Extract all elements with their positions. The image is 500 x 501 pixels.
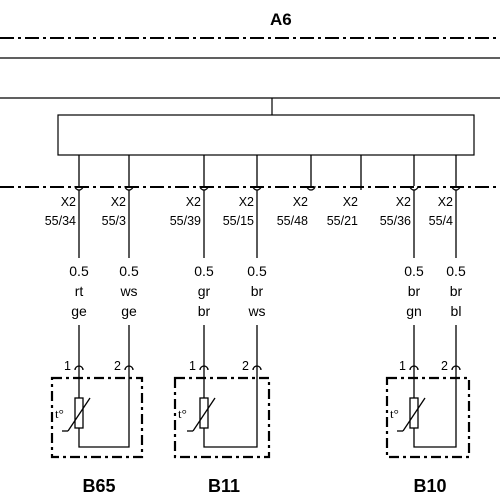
wire-color2-label: br <box>198 303 211 319</box>
connector-plug-label: X2 <box>293 195 308 209</box>
connector-plug-label: X2 <box>396 195 411 209</box>
wire-color1-label: br <box>450 283 463 299</box>
wire-color1-label: rt <box>75 283 84 299</box>
connector-pin-label: 55/15 <box>223 214 254 228</box>
connector-pin-label: 55/4 <box>429 214 453 228</box>
wire-color2-label: gn <box>406 303 422 319</box>
module-internal-block <box>57 114 475 156</box>
connector-pin-label: 55/39 <box>170 214 201 228</box>
thermistor-resistor <box>409 397 419 429</box>
connector-labels: X2 55/34 X2 55/3 X2 55/39 X2 55/15 X2 55… <box>45 195 453 228</box>
connector-pin-label: 55/3 <box>102 214 126 228</box>
wire-size-label: 0.5 <box>69 263 89 279</box>
connector-plug-label: X2 <box>343 195 358 209</box>
thermistor-slash <box>67 397 91 432</box>
wire-color1-label: ws <box>119 283 137 299</box>
wire-color2-label: bl <box>451 303 462 319</box>
sensor-circuit-line <box>78 386 130 448</box>
sensor-circuit-line <box>413 386 457 448</box>
sensor-housing <box>50 376 144 459</box>
wire-color2-label: ws <box>247 303 265 319</box>
wire-color1-label: br <box>251 283 264 299</box>
wire-color1-label: gr <box>198 283 211 299</box>
pin-lines <box>74 155 461 191</box>
sensor-name: B10 <box>413 476 446 496</box>
sensor-pin1-label: 1 <box>189 359 196 373</box>
wire-labels: 0.5 rt ge 0.5 ws ge 0.5 gr br 0.5 br ws … <box>67 261 468 321</box>
thermistor-symbol-label: t° <box>55 406 64 421</box>
sensor-circuit-line <box>203 386 258 448</box>
connector-pin-label: 55/36 <box>380 214 411 228</box>
sensor-pin2-label: 2 <box>242 359 249 373</box>
wire-color2-label: ge <box>121 303 137 319</box>
sensor-housing <box>173 376 271 459</box>
thermistor-resistor <box>74 397 84 429</box>
connector-pin-label: 55/21 <box>327 214 358 228</box>
wire-size-label: 0.5 <box>247 263 267 279</box>
connector-pin-label: 55/48 <box>277 214 308 228</box>
wire-size-label: 0.5 <box>446 263 466 279</box>
thermistor-slash <box>192 397 216 432</box>
sensor-pin2-label: 2 <box>441 359 448 373</box>
connector-plug-label: X2 <box>61 195 76 209</box>
module-title: A6 <box>270 10 292 29</box>
wire-size-label: 0.5 <box>119 263 139 279</box>
sensor-housing <box>385 376 471 459</box>
sensor-name: B65 <box>82 476 115 496</box>
sensor-labels: 1 2 t° B65 1 2 t° B11 1 2 t° B10 <box>55 359 448 496</box>
connector-pin-label: 55/34 <box>45 214 76 228</box>
connector-plug-label: X2 <box>111 195 126 209</box>
connector-plug-label: X2 <box>438 195 453 209</box>
sensor-pin1-label: 1 <box>399 359 406 373</box>
connector-plug-label: X2 <box>239 195 254 209</box>
thermistor-slash <box>402 397 426 432</box>
wire-color1-label: br <box>408 283 421 299</box>
wire-color2-label: ge <box>71 303 87 319</box>
connector-socket-icon <box>306 185 316 191</box>
sensor-name: B11 <box>208 476 240 496</box>
wire-size-label: 0.5 <box>194 263 214 279</box>
sensor-shapes <box>50 376 471 459</box>
wire-lines <box>74 190 461 386</box>
wire-size-label: 0.5 <box>404 263 424 279</box>
sensor-pin1-label: 1 <box>64 359 71 373</box>
thermistor-resistor <box>199 397 209 429</box>
thermistor-symbol-label: t° <box>178 406 187 421</box>
sensor-pin2-label: 2 <box>114 359 121 373</box>
connector-plug-label: X2 <box>186 195 201 209</box>
thermistor-symbol-label: t° <box>390 406 399 421</box>
